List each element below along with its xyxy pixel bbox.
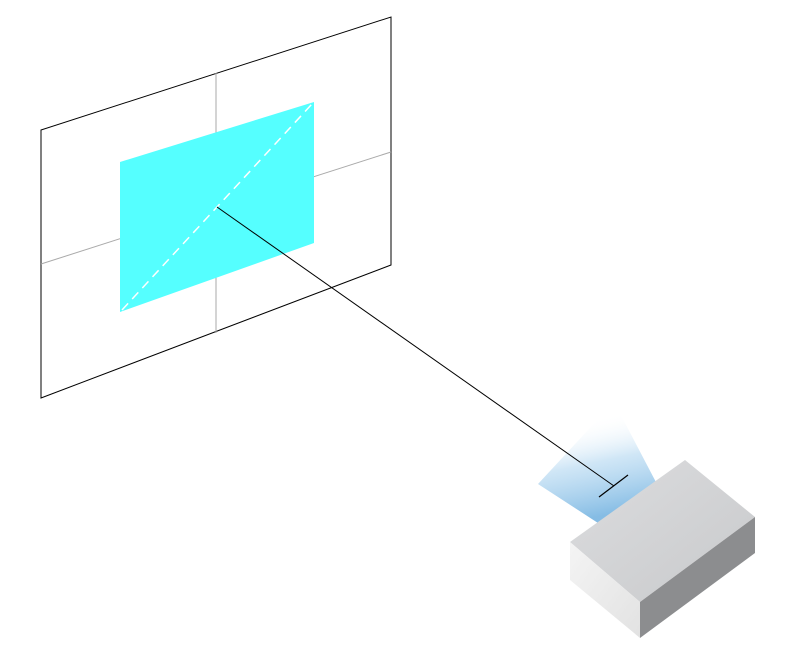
projector-side-face	[640, 517, 755, 638]
projector-top-face	[570, 460, 755, 602]
projector-front-face	[570, 542, 640, 638]
light-cone	[538, 402, 658, 523]
projection-axis-line	[216, 206, 615, 487]
projector-body	[570, 460, 755, 638]
lens-marker	[598, 474, 629, 498]
